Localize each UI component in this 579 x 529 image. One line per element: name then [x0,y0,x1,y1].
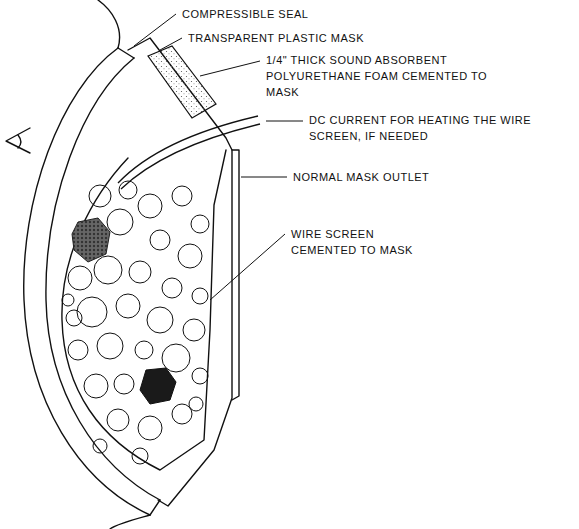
compressible-seal [118,48,160,515]
callout-label: TRANSPARENT PLASTIC MASK [186,30,366,46]
mesh-opening [132,448,148,464]
mesh-opening [116,294,140,318]
mesh-opening [107,209,133,235]
mesh-opening [191,215,209,233]
mesh-opening [189,397,203,411]
callout-label: DC CURRENT FOR HEATING THE WIRE SCREEN, … [307,112,569,144]
mesh-opening [138,194,162,218]
mesh-opening [147,307,173,333]
face-profile [110,515,150,529]
mesh-opening [114,374,134,394]
mesh-opening [93,439,107,453]
eye [18,135,21,148]
mesh-opening [162,278,182,298]
mesh-opening [192,288,208,304]
dark-deposit [140,368,176,404]
callout-label: WIRE SCREEN CEMENTED TO MASK [289,226,439,258]
foam-pad [148,46,216,118]
mesh-opening [172,404,192,424]
mesh-opening [97,333,123,359]
mesh-opening [68,340,88,360]
mesh-opening [138,416,162,440]
face-profile [98,0,120,48]
mesh-opening [77,297,107,327]
dark-deposit [72,218,110,262]
mesh-opening [89,185,111,207]
leader-line [241,177,287,178]
callout-label: 1/4" THICK SOUND ABSORBENT POLYURETHANE … [264,52,494,100]
mesh-opening [150,230,170,250]
mesh-opening [178,244,202,268]
mesh-opening [183,319,205,341]
heating-wire [121,124,260,189]
callout-label: NORMAL MASK OUTLET [291,169,431,185]
heating-wire [118,116,258,183]
plastic-mask [128,38,232,506]
mesh-opening [119,181,137,199]
mesh-opening [192,368,208,384]
screen-mesh [62,181,209,464]
mesh-opening [62,294,74,306]
mesh-opening [84,374,108,398]
mesh-opening [68,266,92,290]
mesh-opening [135,341,153,359]
eye [6,128,30,153]
leader-line [210,234,285,300]
leader-line [266,121,303,122]
mesh-opening [94,256,122,284]
compressible-seal [46,58,160,500]
callout-label: COMPRESSIBLE SEAL [180,6,311,22]
wire-screen [62,150,226,470]
mesh-opening [107,409,129,431]
leader-line [200,61,260,76]
leader-line [134,14,176,46]
leader-line [160,38,182,50]
mesh-opening [129,261,151,283]
mesh-opening [172,186,192,206]
mesh-opening [66,310,82,326]
